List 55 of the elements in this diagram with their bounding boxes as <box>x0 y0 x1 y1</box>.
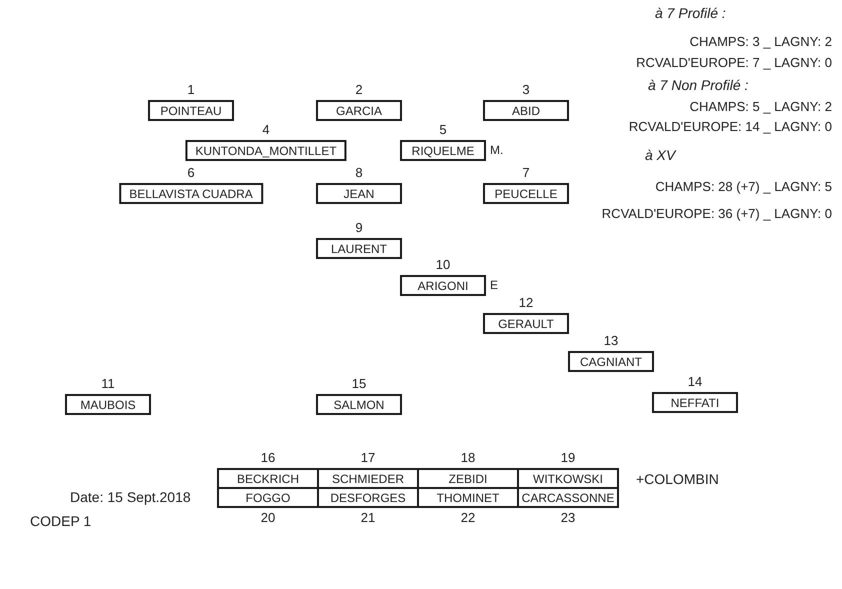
position-number: 1 <box>187 82 195 98</box>
name-suffix: E <box>490 277 498 294</box>
position-number: 5 <box>439 122 447 138</box>
player-box: GARCIA <box>316 100 402 121</box>
name-suffix: M. <box>490 142 504 159</box>
substitute-note: +COLOMBIN <box>636 470 719 488</box>
position-number: 16 <box>260 450 276 466</box>
position-number: 21 <box>360 510 376 526</box>
player-box: ARIGONI <box>400 275 486 296</box>
position-number: 17 <box>360 450 376 466</box>
player-box: POINTEAU <box>148 100 234 121</box>
player-box: SALMON <box>316 394 402 415</box>
position-number: 4 <box>262 122 270 138</box>
position-number: 23 <box>560 510 576 526</box>
position-number: 10 <box>436 257 450 273</box>
position-number: 15 <box>352 376 366 392</box>
player-box: LAURENT <box>316 238 402 259</box>
position-number: 12 <box>518 295 534 311</box>
player-cell: WITKOWSKI <box>517 468 619 489</box>
score-note: CHAMPS: 28 (+7) _ LAGNY: 5 <box>655 178 832 196</box>
team-label: CODEP 1 <box>30 512 92 530</box>
position-number: 22 <box>460 510 476 526</box>
position-number: 3 <box>522 82 530 98</box>
position-number: 9 <box>355 220 363 236</box>
position-number: 20 <box>260 510 276 526</box>
date-text: Date: 15 Sept.2018 <box>70 488 191 506</box>
position-number: 18 <box>460 450 476 466</box>
player-box: GERAULT <box>483 313 569 334</box>
score-note: RCVALD'EUROPE: 7 _ LAGNY: 0 <box>636 54 832 72</box>
score-note: CHAMPS: 3 _ LAGNY: 2 <box>690 33 832 51</box>
player-box: CAGNIANT <box>568 351 654 372</box>
position-number: 11 <box>101 376 115 392</box>
position-number: 2 <box>355 82 363 98</box>
note-heading: à 7 Profilé : <box>655 4 726 22</box>
player-box: ABID <box>483 100 569 121</box>
note-heading: à 7 Non Profilé : <box>648 76 748 94</box>
score-note: RCVALD'EUROPE: 36 (+7) _ LAGNY: 0 <box>602 205 832 223</box>
player-cell: FOGGO <box>217 487 319 508</box>
position-number: 19 <box>560 450 576 466</box>
position-number: 13 <box>604 333 618 349</box>
note-heading: à XV <box>645 146 676 164</box>
score-note: CHAMPS: 5 _ LAGNY: 2 <box>690 98 832 116</box>
player-cell: CARCASSONNE <box>517 487 619 508</box>
player-box: BELLAVISTA CUADRA <box>119 183 263 204</box>
score-note: RCVALD'EUROPE: 14 _ LAGNY: 0 <box>628 118 832 136</box>
player-box: RIQUELME <box>400 140 486 161</box>
position-number: 14 <box>688 374 702 390</box>
player-box: JEAN <box>316 183 402 204</box>
player-box: PEUCELLE <box>483 183 569 204</box>
player-box: NEFFATI <box>652 392 738 413</box>
position-number: 7 <box>522 165 530 181</box>
player-box: KUNTONDA_MONTILLET <box>185 140 347 161</box>
position-number: 6 <box>187 165 195 181</box>
position-number: 8 <box>355 165 363 181</box>
player-box: MAUBOIS <box>65 394 151 415</box>
